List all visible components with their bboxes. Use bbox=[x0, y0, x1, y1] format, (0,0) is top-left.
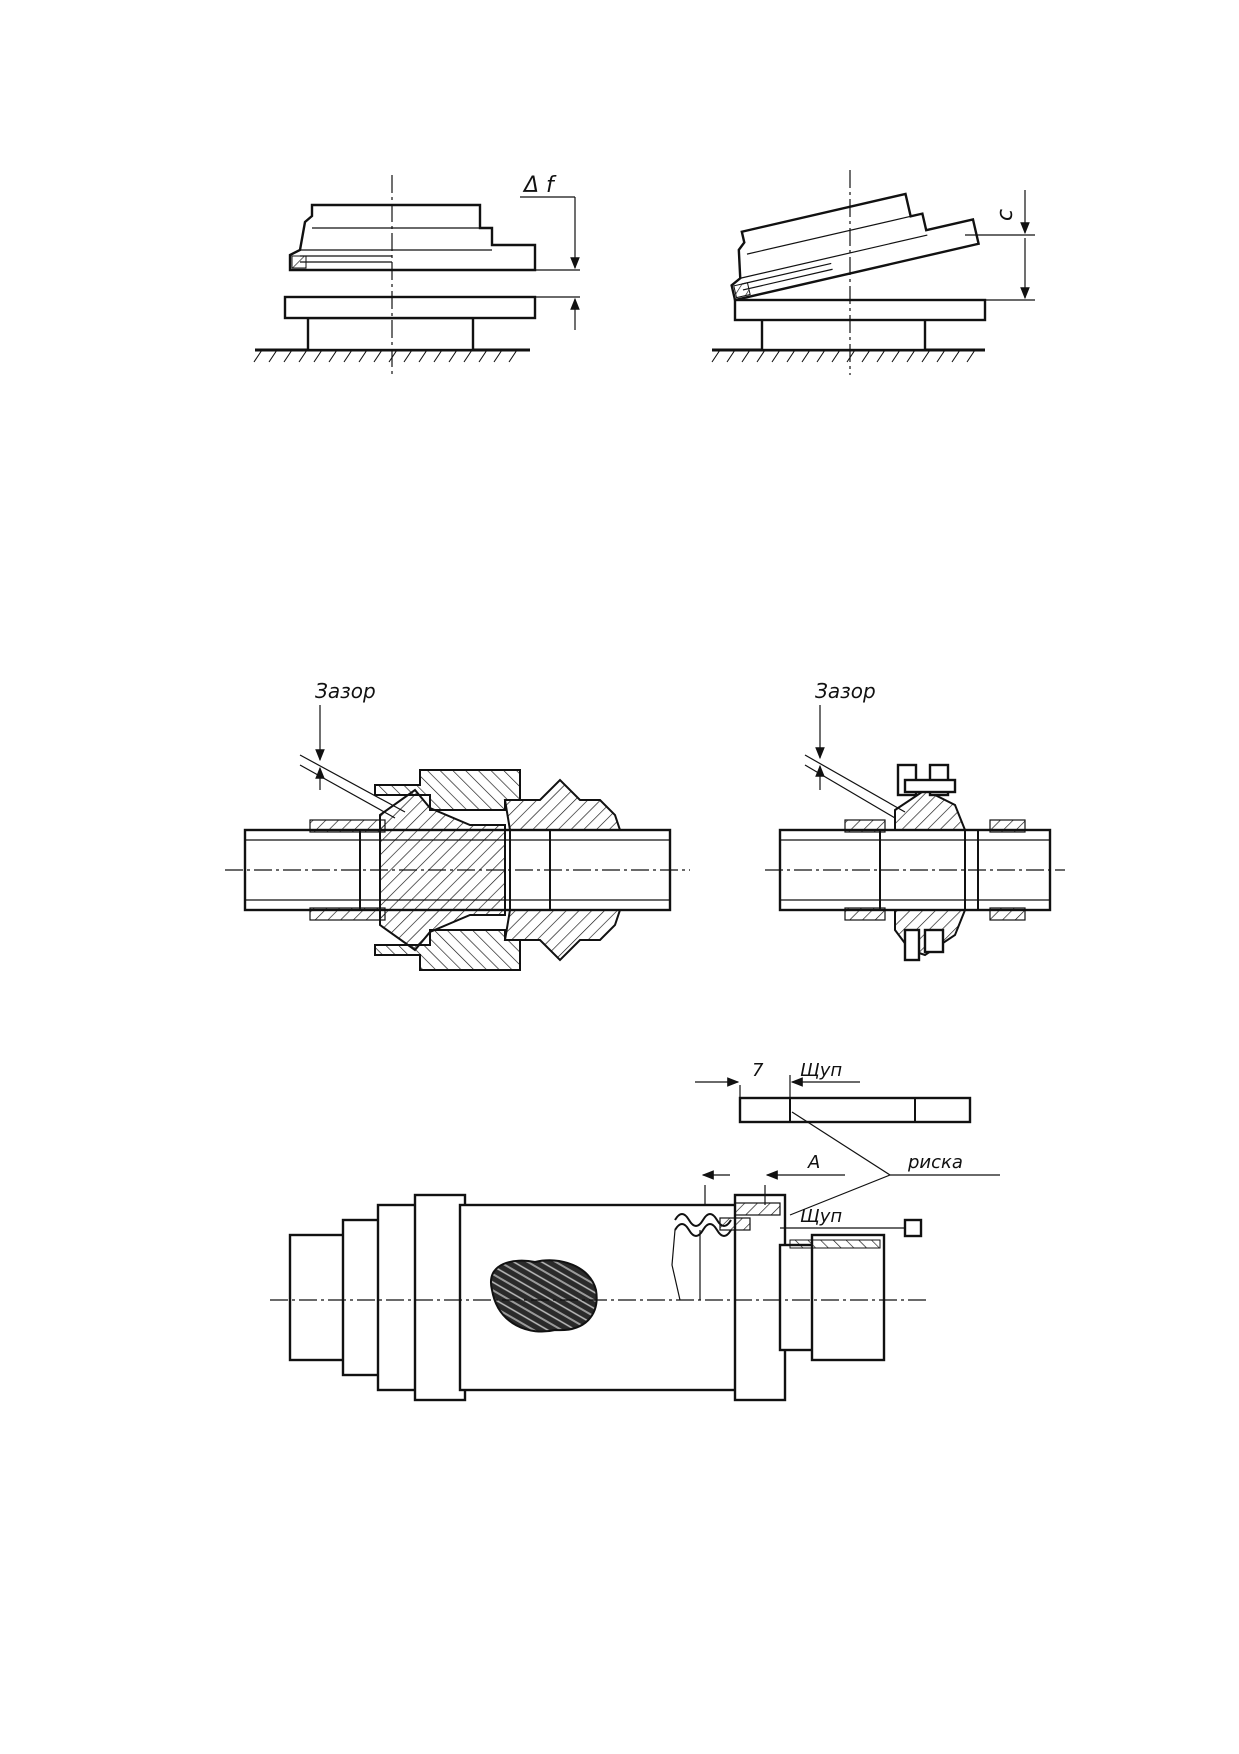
dim-A-label: A bbox=[807, 1152, 820, 1173]
mark-label: риска bbox=[907, 1152, 963, 1173]
dim-7-label: 7 bbox=[752, 1060, 764, 1081]
hose-probe-diagram: 7 Щуп A риска bbox=[270, 1060, 1000, 1402]
probe-top-label: Щуп bbox=[800, 1060, 842, 1081]
gap-label-left: Зазор bbox=[315, 679, 376, 703]
coupling-gap-right-diagram: Зазор bbox=[765, 679, 1065, 962]
braid-cutaway bbox=[489, 1259, 598, 1333]
ground-hatching-2 bbox=[711, 349, 976, 363]
flange-flatness-diagram: Δ f bbox=[253, 173, 580, 375]
gap-label-right: Зазор bbox=[815, 679, 876, 703]
delta-f-label: Δ f bbox=[522, 173, 557, 198]
ground-hatching bbox=[253, 349, 518, 363]
flange-tilt-diagram: c bbox=[711, 170, 1035, 375]
c-label: c bbox=[993, 209, 1018, 221]
probe-label: Щуп bbox=[800, 1206, 842, 1227]
coupling-gap-left-diagram: Зазор bbox=[225, 679, 690, 971]
